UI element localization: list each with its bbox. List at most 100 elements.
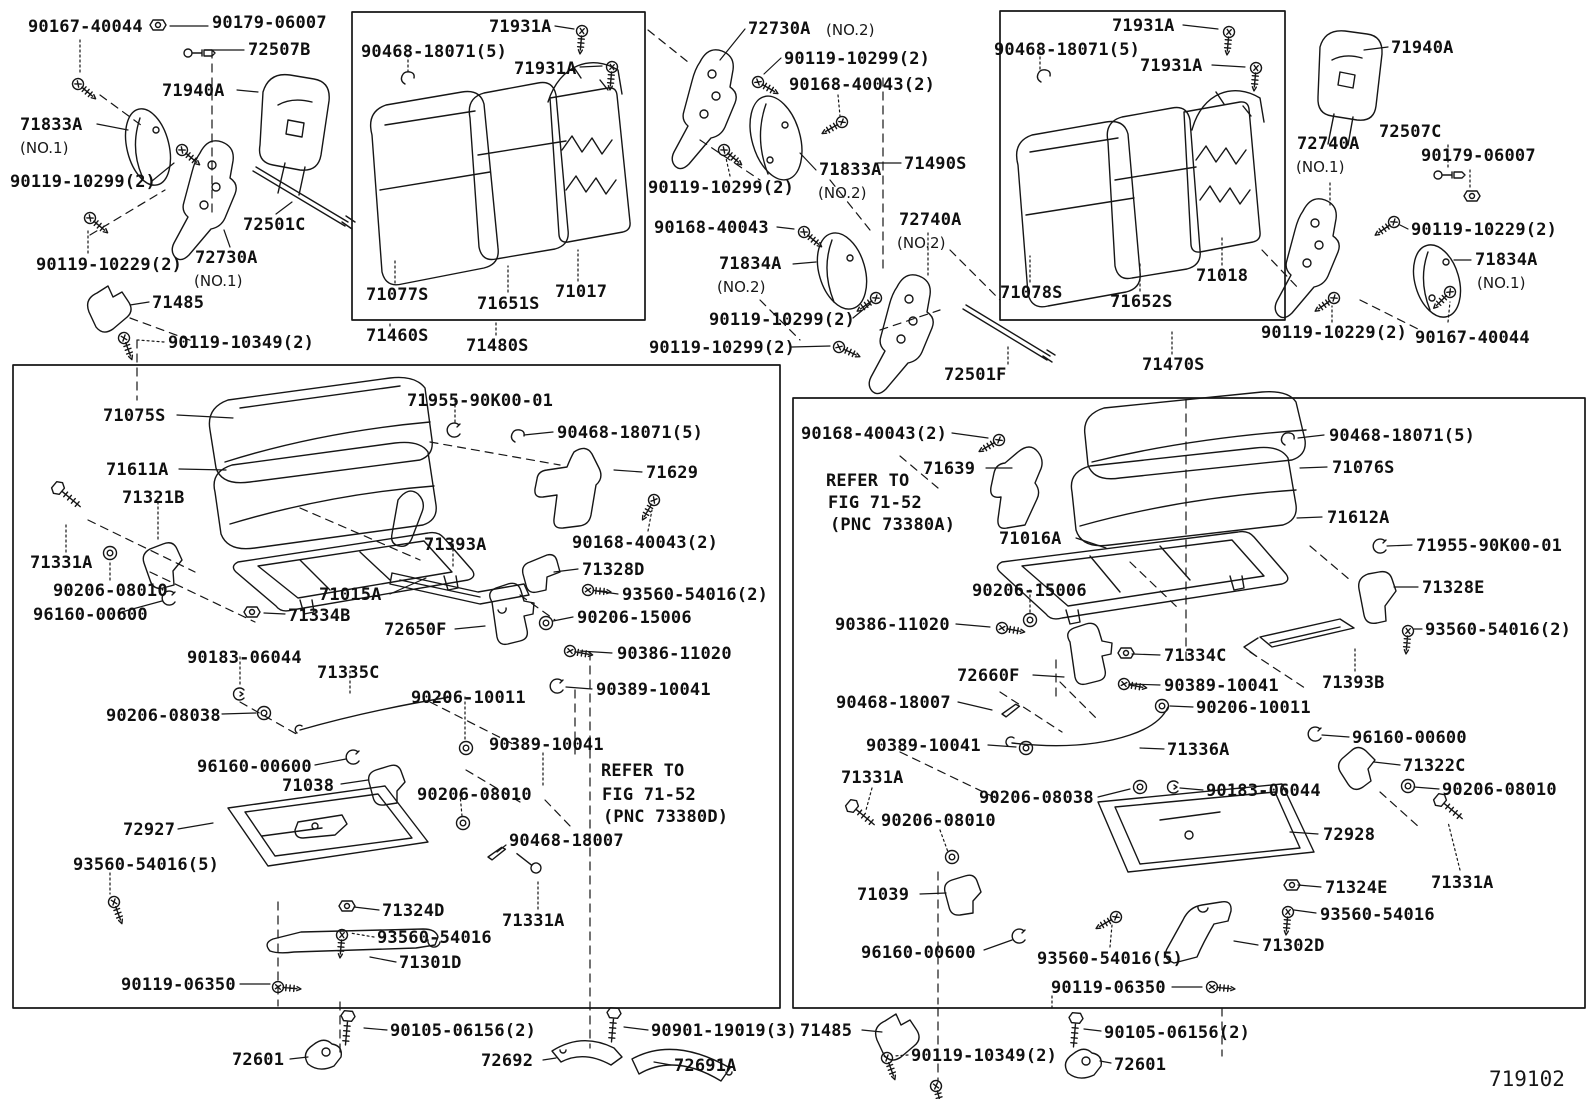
- leader-line: [1359, 299, 1421, 331]
- leader-line: [1363, 46, 1389, 51]
- leader-line: [1099, 1060, 1112, 1064]
- part-label: 71940A: [162, 81, 225, 101]
- part-label: 71931A: [1112, 16, 1175, 36]
- part-label: 90206-15006: [577, 608, 692, 628]
- part-label: 90468-18007: [509, 831, 624, 851]
- leader-line: [1233, 940, 1259, 946]
- part-label: 90119-10349(2): [168, 333, 315, 353]
- part-label: 71940A: [1391, 38, 1454, 58]
- leader-line: [861, 1029, 883, 1033]
- leader-line: [949, 249, 1001, 301]
- leader-line: [1169, 705, 1194, 708]
- part-label: 96160-00600: [861, 943, 976, 963]
- part-label: 90183-06044: [187, 648, 302, 668]
- part-label: REFER TO: [601, 761, 685, 781]
- part-label: 71485: [800, 1021, 853, 1041]
- part-label: 90206-08010: [881, 811, 996, 831]
- leader-line: [1413, 786, 1440, 790]
- part-label: 90206-10011: [411, 688, 526, 708]
- leader-line: [129, 317, 196, 343]
- leader-line: [579, 650, 613, 654]
- part-label: 93560-54016(2): [1425, 620, 1572, 640]
- leader-line: [544, 799, 573, 829]
- part-label: 71039: [857, 885, 910, 905]
- leader-line: [899, 751, 1001, 801]
- seat-shield-covers-illustration: [124, 95, 1462, 318]
- leader-line: [1129, 683, 1161, 686]
- part-label: 90206-08010: [1442, 780, 1557, 800]
- part-label: 71490S: [904, 154, 967, 174]
- leader-line: [236, 89, 259, 93]
- leader-line: [151, 162, 175, 182]
- leader-line: [1139, 747, 1165, 750]
- leader-line: [1297, 434, 1325, 439]
- part-label: 72601: [232, 1050, 285, 1070]
- seatback-box-left: [351, 11, 646, 321]
- leader-line: [951, 432, 989, 439]
- leader-line: [579, 65, 603, 68]
- part-label: 90105-06156(2): [390, 1021, 537, 1041]
- part-label: 90468-18007: [836, 693, 951, 713]
- part-label: 71328E: [1422, 578, 1485, 598]
- part-label: 72650F: [384, 620, 447, 640]
- leader-line: [1131, 653, 1161, 656]
- leader-line: [1309, 545, 1351, 581]
- part-label: 71931A: [1140, 56, 1203, 76]
- part-label: 90119-10299(2): [10, 172, 157, 192]
- leader-line: [176, 414, 234, 419]
- part-label: 72730A: [748, 19, 811, 39]
- part-label: 90167-40044: [1415, 328, 1530, 348]
- leader-line: [1059, 681, 1099, 721]
- part-label: 90119-10299(2): [784, 49, 931, 69]
- leader-line: [763, 57, 782, 75]
- part-label: 90119-06350: [121, 975, 236, 995]
- part-label: 90183-06044: [1206, 781, 1321, 801]
- leader-line: [314, 758, 347, 766]
- leader-line: [613, 469, 643, 473]
- leader-line: [987, 744, 1017, 748]
- part-label: 90119-10229(2): [1261, 323, 1408, 343]
- leader-line: [1075, 537, 1107, 549]
- leader-line: [865, 787, 873, 811]
- leader-line: [1386, 544, 1413, 547]
- diagram-frames: [12, 10, 1586, 1009]
- part-label: 72740A: [899, 210, 962, 230]
- leader-line: [725, 157, 731, 177]
- small-parts-illustrations: [86, 166, 1397, 1082]
- leader-line: [149, 571, 256, 623]
- leader-line: [837, 94, 841, 117]
- part-label: (NO.2): [717, 278, 766, 296]
- leader-line: [117, 600, 163, 614]
- part-label: 71016A: [999, 529, 1062, 549]
- part-label: 90119-10229(2): [1411, 220, 1558, 240]
- part-label: 93560-54016(5): [1037, 949, 1184, 969]
- part-label: 71015A: [319, 585, 382, 605]
- part-label: 71629: [646, 463, 699, 483]
- seat-tray-illustrations: [227, 783, 1315, 873]
- leader-line: [999, 691, 1063, 733]
- part-label: 90389-10041: [489, 735, 604, 755]
- part-label: 71075S: [103, 406, 166, 426]
- part-label: (PNC 73380A): [830, 515, 956, 535]
- part-label: 71955-90K00-01: [1416, 536, 1563, 556]
- part-label: 90119-10299(2): [648, 178, 795, 198]
- part-label: 90206-10011: [1196, 698, 1311, 718]
- part-label: 71955-90K00-01: [407, 391, 554, 411]
- leader-line: [552, 616, 574, 622]
- part-label: 90167-40044: [28, 17, 143, 37]
- part-label: 90179-06007: [1421, 146, 1536, 166]
- cushion-box-left: [12, 364, 781, 1009]
- leader-line: [647, 509, 653, 532]
- leader-line: [565, 686, 593, 690]
- leader-line: [776, 226, 795, 230]
- part-label: 72691A: [674, 1056, 737, 1076]
- headrest-right-illustration: [1317, 30, 1383, 146]
- part-label: 90901-19019(3): [651, 1021, 798, 1041]
- headrest-left-illustration: [258, 73, 330, 196]
- leader-line: [223, 229, 231, 248]
- leader-line: [623, 1026, 649, 1031]
- part-label: 71834A: [719, 254, 782, 274]
- leader-line: [939, 829, 949, 853]
- part-label: 72692: [481, 1051, 534, 1071]
